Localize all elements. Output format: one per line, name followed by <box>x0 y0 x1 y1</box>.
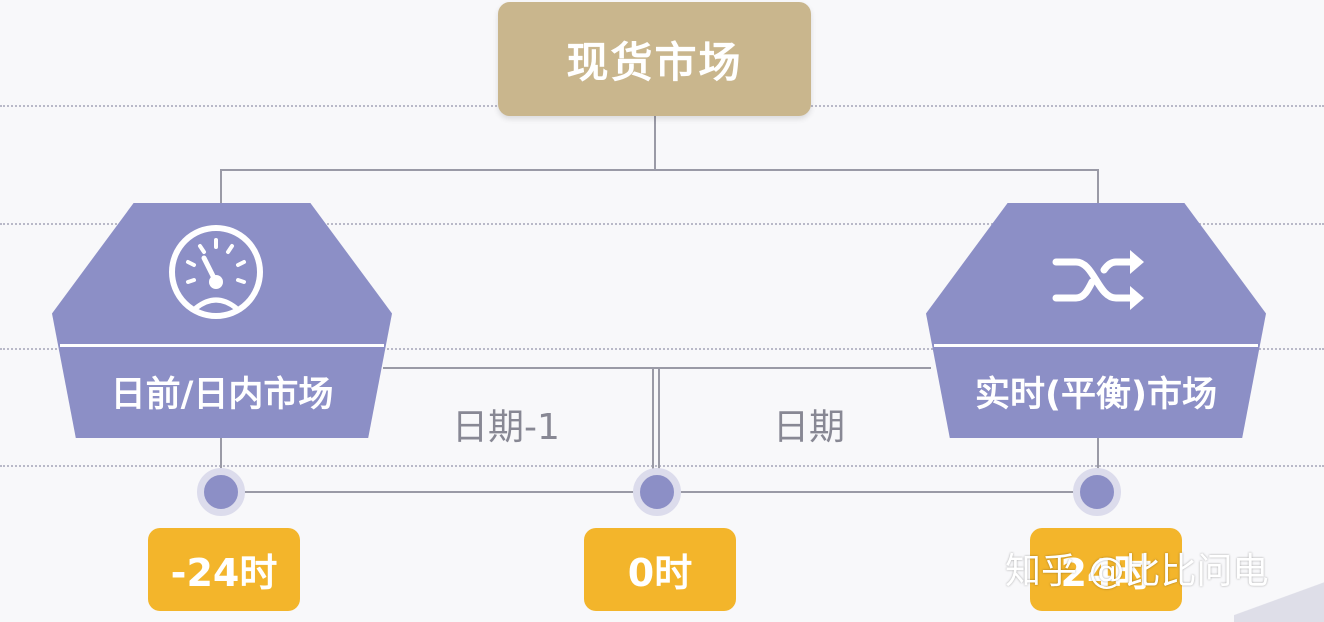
divider-mid-line <box>383 367 931 369</box>
hex-right-divider <box>934 344 1258 347</box>
spot-market-box: 现货市场 <box>498 2 811 116</box>
day-ahead-market-hexagon <box>52 203 392 438</box>
time-badge-start: -24时 <box>148 528 300 611</box>
speedometer-icon <box>166 222 266 322</box>
dotted-guide-2 <box>0 223 1324 225</box>
hex-left-divider <box>60 344 384 347</box>
time-label-start: -24时 <box>170 551 278 595</box>
hex-right-stem <box>1097 437 1099 469</box>
timeline-node-start <box>197 468 245 516</box>
dotted-guide-4 <box>0 465 1324 467</box>
time-badge-mid: 0时 <box>584 528 736 611</box>
divider-mid-vertical-1 <box>652 367 654 472</box>
connector-top-vertical <box>654 116 656 170</box>
timeline-node-mid <box>633 468 681 516</box>
watermark-text: 知乎 @比比问电 <box>1005 551 1269 592</box>
period-label-right: 日期 <box>773 407 846 448</box>
dotted-guide-3 <box>0 348 1324 350</box>
realtime-market-label: 实时(平衡)市场 <box>975 375 1217 415</box>
connector-horizontal <box>220 169 1098 171</box>
corner-decoration <box>1234 582 1324 622</box>
realtime-market-hexagon <box>926 203 1266 438</box>
connector-right-drop <box>1097 169 1099 209</box>
day-ahead-market-label: 日前/日内市场 <box>110 375 334 415</box>
divider-mid-vertical-2 <box>658 367 660 472</box>
period-label-left: 日期-1 <box>452 407 560 448</box>
time-label-mid: 0时 <box>627 551 693 595</box>
connector-left-drop <box>220 169 222 209</box>
timeline-node-end <box>1073 468 1121 516</box>
spot-market-label: 现货市场 <box>566 37 743 87</box>
hex-left-stem <box>220 437 222 469</box>
time-badge-end: 24时 <box>1030 528 1182 611</box>
time-label-end: 24时 <box>1060 551 1152 595</box>
shuffle-icon <box>1050 248 1146 312</box>
